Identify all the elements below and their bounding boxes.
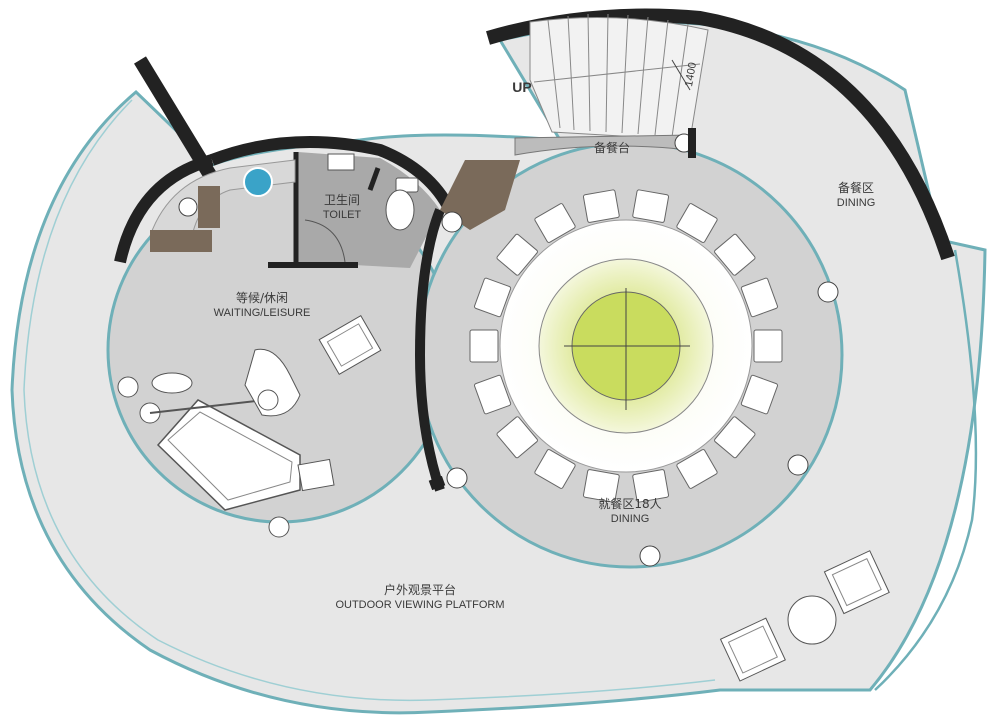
dining-chair — [714, 233, 756, 276]
dining-chair — [632, 469, 670, 503]
dining-label-cn: 就餐区18人 — [598, 496, 661, 511]
toilet-label-cn: 卫生间 — [324, 193, 360, 207]
dining-chair — [496, 416, 538, 459]
toilet-label-en: TOILET — [323, 209, 362, 221]
dining-chair — [473, 277, 512, 318]
prep-dining-label-en: DINING — [837, 197, 876, 209]
toilet-room: 卫生间 TOILET — [268, 152, 440, 268]
sink-icon — [243, 167, 273, 197]
dining-label-en: DINING — [611, 513, 650, 525]
dining-chair — [714, 416, 756, 459]
terrace-inner-glass-edge — [23, 99, 716, 702]
prep-dining-label-cn: 备餐区 — [838, 180, 874, 195]
dining-chair — [582, 469, 620, 503]
dining-chair — [676, 203, 718, 243]
dining-chair — [496, 233, 538, 276]
dining-chair — [753, 329, 783, 363]
lounge-furniture: 等候/休闲 WAITING/LEISURE — [117, 291, 382, 538]
dining-chair — [740, 277, 779, 318]
dining-chair — [534, 203, 576, 243]
dining-chair — [473, 374, 512, 415]
dining-table-group — [469, 189, 783, 503]
dining-chairs — [469, 189, 783, 503]
outdoor-furniture — [719, 550, 890, 682]
serving-station-label: 备餐台 — [594, 140, 630, 155]
staircase: UP 1400 — [512, 13, 709, 141]
stair-up-label: UP — [512, 79, 531, 95]
stair-dimension-label: 1400 — [683, 61, 699, 87]
dining-chair — [469, 329, 499, 363]
entry-wall — [134, 56, 216, 179]
waiting-label-en: WAITING/LEISURE — [214, 307, 311, 319]
dining-chair — [676, 449, 718, 489]
toilet-bowl — [385, 189, 415, 231]
outdoor-label-cn: 户外观景平台 — [384, 582, 456, 597]
waiting-label-cn: 等候/休闲 — [236, 291, 288, 305]
outdoor-label-en: OUTDOOR VIEWING PLATFORM — [335, 599, 504, 611]
dining-chair — [740, 374, 779, 415]
terrace-right-glass-edge — [874, 249, 978, 691]
dining-chair — [582, 189, 620, 223]
service-nook — [149, 159, 296, 252]
dining-chair — [534, 449, 576, 489]
dining-chair — [632, 189, 670, 223]
